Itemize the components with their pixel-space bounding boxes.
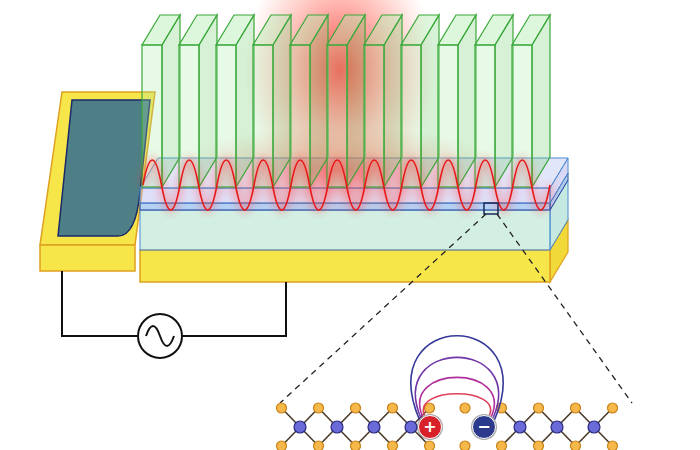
lattice-bonds [282,408,613,446]
inset-leader [280,214,486,403]
field-line [415,357,498,417]
inset-leader [497,214,632,403]
lattice-atoms-metal [294,421,600,433]
lattice-atoms-top [277,403,618,450]
charge-sign: + [423,419,436,435]
charge-sign: − [477,419,490,435]
field-line [420,377,495,416]
field-line [423,394,490,415]
field-line [411,336,503,420]
positive-charge: + [418,415,442,439]
ac-circuit [62,271,286,358]
left-electrode [40,92,155,271]
inset-box [484,203,498,214]
negative-charge: − [472,415,496,439]
